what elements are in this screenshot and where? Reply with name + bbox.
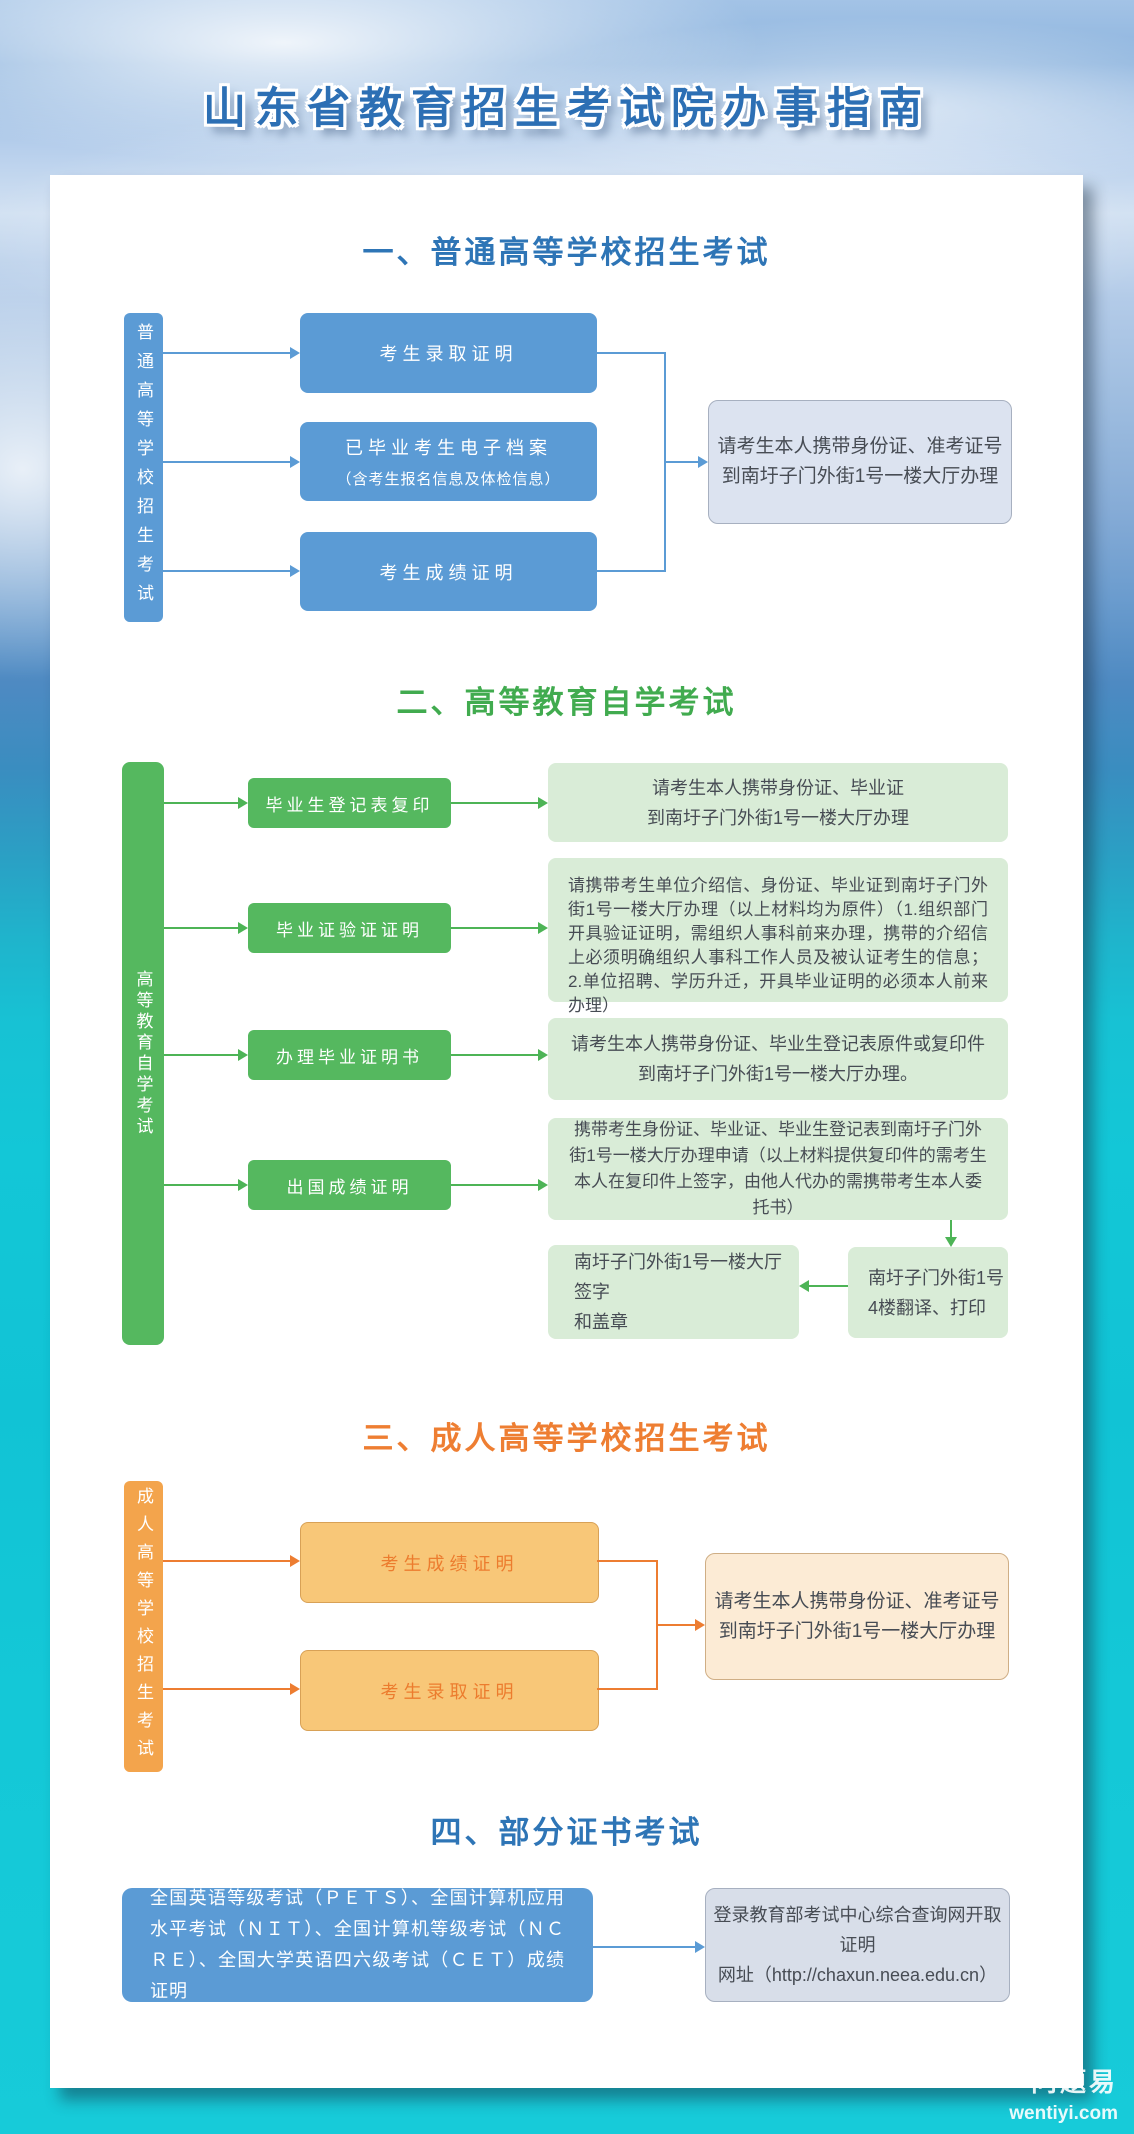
arrowhead-right-icon [290,1555,300,1567]
result-text-line: 4楼翻译、打印 [868,1297,987,1318]
section-4-heading: 四、部分证书考试 [430,1815,703,1850]
section-3-heading: 三、成人高等学校招生考试 [362,1421,771,1456]
arrow-line [164,927,238,929]
arrow-line [164,802,238,804]
result-text-line: 请考生本人携带身份证、准考证号 [717,436,1003,457]
connector-line [597,1560,658,1562]
result-text-line: 请考生本人携带身份证、毕业证 [652,777,904,798]
connector-line [597,352,666,354]
arrowhead-right-icon [290,347,300,359]
flow-box-label: 考生成绩证明 [379,562,518,583]
result-panel-registration-copy: 请考生本人携带身份证、毕业证 到南圩子门外街1号一楼大厅办理 [548,763,1008,842]
flow-box-label: 办理毕业证明书 [276,1047,423,1067]
flow-box-label: 毕业证验证证明 [276,920,423,940]
arrowhead-right-icon [238,1049,248,1061]
flow-box-sublabel: （含考生报名信息及体检信息） [336,471,561,488]
arrow-line [451,1054,538,1056]
flow-box-admission-proof: 考生录取证明 [300,313,597,393]
flow-box-score-proof: 考生成绩证明 [300,532,597,611]
result-panel-diploma-verification: 请携带考生单位介绍信、身份证、毕业证到南圩子门外街1号一楼大厅办理（以上材料均为… [548,858,1008,1015]
arrowhead-right-icon [238,1179,248,1191]
main-title: 山东省教育招生考试院办事指南 [203,85,931,133]
arrowhead-left-icon [799,1280,809,1292]
result-text-line: 登录教育部考试中心综合查询网开取证明 [713,1905,1002,1955]
arrow-line-left [809,1285,848,1287]
flow-box-label: 已毕业考生电子档案 [345,438,552,458]
arrowhead-right-icon [538,797,548,809]
arrow-line [451,1184,538,1186]
section-3-side-label: 成人高等学校招生考试 [134,1486,153,1767]
arrowhead-right-icon [538,1179,548,1191]
arrow-line [163,352,290,354]
arrowhead-right-icon [538,922,548,934]
flow-box-label: 考生录取证明 [380,1681,519,1702]
result-text-line: 到南圩子门外街1号一楼大厅办理。 [637,1064,918,1084]
arrowhead-right-icon [538,1049,548,1061]
result-panel-section-4: 登录教育部考试中心综合查询网开取证明 网址（http://chaxun.neea… [705,1888,1010,2002]
translate-print-box: 南圩子门外街1号 4楼翻译、打印 [848,1247,1008,1338]
section-2-side-box: 高等教育自学考试 [122,762,164,1345]
result-text-line: 南圩子门外街1号 [868,1267,1005,1288]
arrow-line [163,1688,290,1690]
flow-box-registration-copy: 毕业生登记表复印 [248,778,451,828]
arrow-line [164,1054,238,1056]
arrowhead-right-icon [238,922,248,934]
arrow-line [593,1946,695,1948]
result-text-line: 到南圩子门外街1号一楼大厅办理 [721,466,999,487]
arrowhead-right-icon [290,565,300,577]
flow-box-graduation-certificate: 办理毕业证明书 [248,1030,451,1080]
result-text-line: 到南圩子门外街1号一楼大厅办理 [646,807,909,828]
flow-box-electronic-archive: 已毕业考生电子档案 （含考生报名信息及体检信息） [300,422,597,501]
result-text-line: 请考生本人携带身份证、准考证号 [714,1590,1000,1612]
watermark-name: 问题易 [1030,2067,1118,2097]
flow-box-label: 考生成绩证明 [380,1553,519,1574]
arrow-line [163,461,290,463]
result-text-line: 网址（http://chaxun.neea.edu.cn） [717,1965,998,1985]
arrowhead-right-icon [695,1619,705,1631]
arrowhead-right-icon [238,797,248,809]
arrow-line [656,1624,695,1626]
watermark: 问题易 wentiyi.com [1009,2062,1118,2125]
flow-box-label: 考生录取证明 [379,344,518,364]
result-text-line: 南圩子门外街1号一楼大厅签字 [574,1252,783,1302]
result-panel-abroad-score: 携带考生身份证、毕业证、毕业生登记表到南圩子门外街1号一楼大厅办理申请（以上材料… [548,1118,1008,1220]
arrowhead-right-icon [290,456,300,468]
arrowhead-right-icon [695,1941,705,1953]
result-panel-section-1: 请考生本人携带身份证、准考证号 到南圩子门外街1号一楼大厅办理 [708,400,1012,524]
arrow-line [163,570,290,572]
connector-line [597,1688,658,1690]
certificate-exams-box: 全国英语等级考试（ＰＥＴＳ）、全国计算机应用水平考试（ＮＩＴ）、全国计算机等级考… [122,1888,593,2002]
result-panel-graduation-certificate: 请考生本人携带身份证、毕业生登记表原件或复印件 到南圩子门外街1号一楼大厅办理。 [548,1018,1008,1100]
result-text-line: 和盖章 [574,1312,628,1332]
arrow-line [163,1560,290,1562]
section-1-side-label: 普通高等学校招生考试 [134,322,153,613]
result-panel-section-3: 请考生本人携带身份证、准考证号 到南圩子门外街1号一楼大厅办理 [705,1553,1009,1680]
arrow-line [164,1184,238,1186]
flow-box-adult-admission-proof: 考生录取证明 [300,1650,599,1731]
result-text-line: 到南圩子门外街1号一楼大厅办理 [718,1620,996,1642]
section-3-side-box: 成人高等学校招生考试 [124,1481,163,1772]
section-1-heading: 一、普通高等学校招生考试 [362,235,771,270]
flow-box-adult-score-proof: 考生成绩证明 [300,1522,599,1603]
flow-box-label: 毕业生登记表复印 [265,795,434,815]
result-text-line: 请考生本人携带身份证、毕业生登记表原件或复印件 [571,1034,985,1054]
content-card: 一、普通高等学校招生考试 普通高等学校招生考试 考生录取证明 已毕业考生电子档案… [50,175,1083,2088]
arrow-line [451,802,538,804]
flow-box-abroad-score-proof: 出国成绩证明 [248,1160,451,1210]
watermark-site: wentiyi.com [1009,2103,1118,2124]
arrow-line [664,461,698,463]
flow-box-label: 出国成绩证明 [286,1177,413,1197]
arrowhead-down-icon [945,1237,957,1247]
flow-box-diploma-verification: 毕业证验证证明 [248,903,451,953]
sign-stamp-box: 南圩子门外街1号一楼大厅签字 和盖章 [548,1245,799,1339]
section-2-heading: 二、高等教育自学考试 [396,685,737,720]
arrowhead-right-icon [290,1683,300,1695]
section-2-side-label: 高等教育自学考试 [133,969,153,1138]
connector-line [597,570,666,572]
section-1-side-box: 普通高等学校招生考试 [124,313,163,622]
arrowhead-right-icon [698,456,708,468]
arrow-line [451,927,538,929]
arrow-line-down [950,1220,952,1238]
